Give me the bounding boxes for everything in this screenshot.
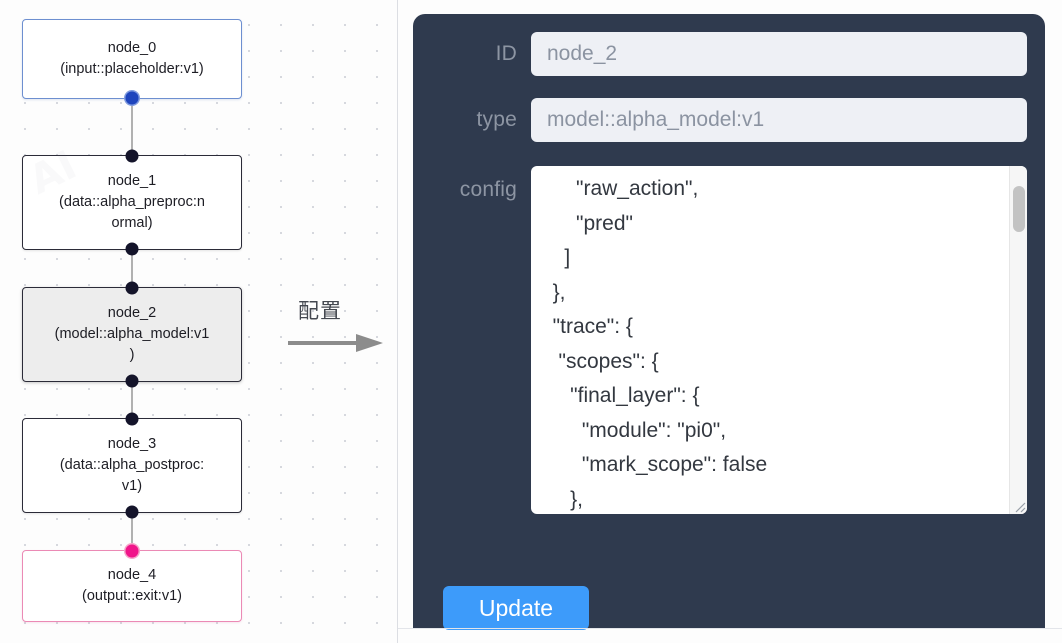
config-textarea[interactable]: "raw_action", "pred" ] }, "trace": { "sc… (531, 166, 1027, 514)
type-input[interactable]: model::alpha_model:v1 (531, 98, 1027, 142)
node-handle-target-node_4[interactable] (125, 544, 139, 558)
id-input[interactable]: node_2 (531, 32, 1027, 76)
node-handle-source-node_2[interactable] (125, 374, 139, 388)
node-label: node_1 (data::alpha_preproc:n ormal) (59, 173, 205, 231)
flow-graph-canvas[interactable]: node_0 (input::placeholder:v1)node_1 (da… (0, 0, 398, 643)
edge-layer (131, 99, 133, 550)
id-label: ID (495, 42, 517, 65)
graph-node-node_3[interactable]: node_3 (data::alpha_postproc: v1) (22, 412, 242, 519)
config-scrollbar-thumb[interactable] (1013, 186, 1025, 232)
config-textarea-content[interactable]: "raw_action", "pred" ] }, "trace": { "sc… (552, 177, 768, 511)
type-label: type (476, 108, 517, 131)
node-handle-source-node_0[interactable] (125, 91, 139, 105)
node-label: node_2 (model::alpha_model:v1 ) (54, 305, 210, 363)
node-handle-target-node_1[interactable] (125, 149, 139, 163)
type-field-row: type model::alpha_model:v1 (413, 98, 1045, 142)
node-label: node_4 (output::exit:v1) (82, 567, 182, 604)
node-handle-target-node_3[interactable] (125, 412, 139, 426)
graph-node-node_0[interactable]: node_0 (input::placeholder:v1) (22, 19, 242, 105)
graph-node-node_2[interactable]: node_2 (model::alpha_model:v1 ) (22, 281, 242, 388)
node-properties-panel: ID node_2 type model::alpha_model:v1 con… (413, 14, 1045, 630)
resize-grip-icon[interactable] (1010, 497, 1026, 513)
panel-bottom-rule (398, 628, 1062, 629)
graph-node-node_4[interactable]: node_4 (output::exit:v1) (22, 544, 242, 622)
config-scrollbar[interactable] (1009, 166, 1027, 514)
node-handle-source-node_3[interactable] (125, 505, 139, 519)
id-field-row: ID node_2 (413, 14, 1045, 76)
graph-node-node_1[interactable]: node_1 (data::alpha_preproc:n ormal) (22, 149, 242, 256)
node-handle-source-node_1[interactable] (125, 242, 139, 256)
update-button[interactable]: Update (443, 586, 589, 630)
node-handle-target-node_2[interactable] (125, 281, 139, 295)
config-field-row: config "raw_action", "pred" ] }, "trace"… (413, 166, 1045, 514)
panel-actions: Update (443, 586, 589, 630)
config-label: config (459, 178, 517, 201)
node-label: node_0 (input::placeholder:v1) (60, 40, 204, 77)
node-label: node_3 (data::alpha_postproc: v1) (59, 436, 205, 494)
properties-canvas: ID node_2 type model::alpha_model:v1 con… (398, 0, 1062, 643)
